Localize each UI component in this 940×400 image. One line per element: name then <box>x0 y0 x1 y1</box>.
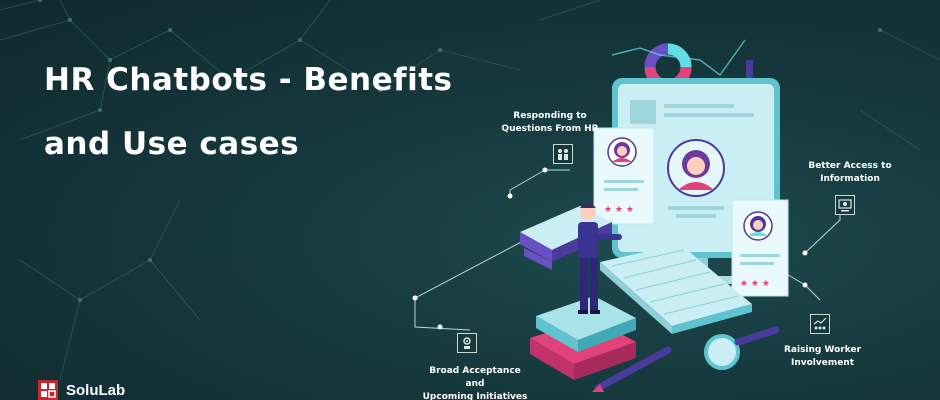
title-line-1: HR Chatbots - Benefits <box>44 62 453 98</box>
profile-card-left: ★ ★ ★ <box>593 127 655 225</box>
label-better-access: Better Access to Information <box>808 161 892 184</box>
magnifier-icon <box>704 326 780 370</box>
growth-people-icon <box>810 314 830 334</box>
team-icon <box>553 144 573 164</box>
svg-text:★ ★ ★: ★ ★ ★ <box>604 205 634 215</box>
label-broad-acceptance: Broad Acceptance and Upcoming Initiative… <box>422 366 528 400</box>
svg-text:★ ★ ★: ★ ★ ★ <box>740 279 770 289</box>
gear-icon <box>457 333 477 353</box>
title-line-2: and Use cases <box>44 126 300 162</box>
page-title: HR Chatbots - Benefits and Use cases <box>44 48 504 176</box>
profile-card-right: ★ ★ ★ <box>731 199 789 297</box>
brand-name: SoluLab <box>66 381 126 399</box>
pencil-icon <box>592 346 672 392</box>
solulab-logo-icon <box>38 380 58 400</box>
label-raising-worker: Raising Worker Involvement <box>783 345 862 368</box>
businessman-figure <box>578 203 622 314</box>
book-stack-bottom <box>530 296 636 380</box>
cog-screen-icon <box>835 195 855 215</box>
keyboard-illustration <box>600 244 752 334</box>
label-responding: Responding to Questions From HR <box>501 111 599 134</box>
brand-logo[interactable]: SoluLab <box>38 380 125 400</box>
